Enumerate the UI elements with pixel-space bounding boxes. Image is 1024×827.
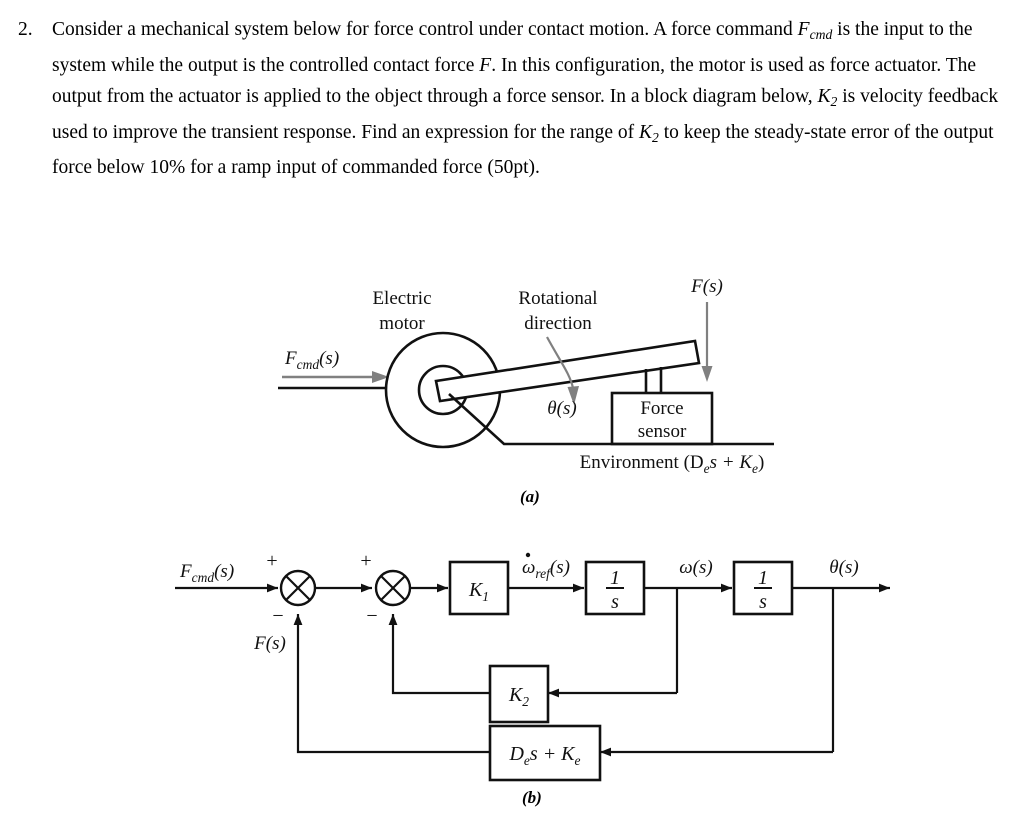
integrator-1-denominator: s [611,591,619,613]
theta-output-label: θ(s) [829,557,858,578]
figure-b-svg: Fcmd(s) + − + − F(s) [175,550,890,782]
environment-sub-2: e [752,461,758,476]
figure-a-svg: Electric motor Rotational direction F(s)… [278,276,774,476]
omega-dot-ref-sub: ref [535,566,552,581]
problem-number: 2. [18,19,33,40]
figure-a-mechanical-system: Electric motor Rotational direction F(s)… [252,266,812,476]
block-k1-label: K1 [468,579,489,604]
problem-sentence-5: to keep the steady-state error of the ou… [52,121,994,179]
problem-sentence-2: is the input to the system while the out… [52,19,973,76]
integrator-2-denominator: s [759,591,767,613]
summing-junction-2 [374,569,412,607]
input-sub: cmd [192,570,215,585]
force-output-label: F(s) [690,276,723,297]
environment-text-1: Environment (D [580,452,704,473]
block-k1-K: K [468,579,484,601]
omega-dot-ref-omega: ω [522,557,535,578]
block-environment [488,724,602,782]
block-k2-label: K2 [508,684,529,709]
sign-minus-1: − [272,605,283,627]
sign-minus-2: − [366,605,377,627]
symbol-k2-b: K [639,121,653,143]
omega-dot-ref-tail: (s) [550,557,570,578]
block-k2 [488,664,550,724]
sign-plus-1: + [266,550,277,572]
theta-label: θ(s) [547,398,576,419]
svg-text:ωref(s): ωref(s) [522,557,570,581]
problem-sentence-4: is velocity feedback used to improve the… [52,85,999,143]
omega-dot-ref-label: ωref(s) [522,552,570,581]
electric-motor-label-line2: motor [379,313,425,334]
block-environment-label: Des + Ke [508,743,580,768]
problem-statement: 2. Consider a mechanical system below fo… [18,14,1008,183]
symbol-f: F [479,54,492,76]
pivot-support-wedge [448,393,570,446]
force-command-label: Fcmd(s) [284,348,339,372]
input-label: Fcmd(s) [179,561,234,585]
integrator-1-numerator: 1 [610,567,620,589]
force-output-arrow-icon [701,302,713,382]
input-tail: (s) [214,561,234,582]
rotational-direction-arrow-icon [546,336,579,405]
figure-b-caption: (b) [522,788,542,807]
symbol-k2-a: K [817,85,831,107]
force-sensor-label-line2: sensor [638,421,687,442]
problem-sentence-3: . In this configuration, the motor is us… [52,54,977,107]
omega-label: ω(s) [679,557,712,578]
feedback-force-label: F(s) [253,633,286,654]
symbol-k2-b-sub: 2 [652,129,659,145]
integrator-2-numerator: 1 [758,567,768,589]
omega-dot-accent-icon [525,552,531,558]
environment-label: Environment (Des + Ke) [580,452,765,476]
sign-plus-2: + [360,550,371,572]
block-k1-sub: 1 [482,589,489,604]
force-command-sub: cmd [297,357,320,372]
env-D: D [508,743,524,765]
env-mid: s + K [530,743,576,765]
environment-text-3: ) [758,452,764,473]
environment-sub-1: e [704,461,710,476]
problem-body: Consider a mechanical system below for f… [52,14,1008,183]
env-sub-1: e [524,753,530,768]
environment-text-2: s + K [710,452,754,473]
rotational-direction-label-line2: direction [524,313,592,334]
input-F: F [179,561,192,582]
force-command-F: F [284,348,297,369]
force-command-tail: (s) [319,348,339,369]
symbol-fcmd: F [797,19,810,40]
rotational-direction-label-line1: Rotational [518,288,597,309]
block-k2-K: K [508,684,524,706]
block-k1 [448,560,510,616]
force-sensor-label-line1: Force [640,398,683,419]
summing-junction-1 [279,569,317,607]
electric-motor-label-line1: Electric [372,288,431,309]
symbol-fcmd-sub: cmd [809,26,833,42]
symbol-k2-a-sub: 2 [830,93,838,109]
problem-sentence-1: Consider a mechanical system below for f… [52,19,798,40]
environment-feedback-path [293,614,490,754]
figure-a-caption: (a) [520,487,540,506]
figure-b-block-diagram: Fcmd(s) + − + − F(s) [150,536,910,796]
k2-feedback-path [388,614,490,695]
block-k2-sub: 2 [522,694,529,709]
force-command-arrow-icon [282,371,389,383]
env-sub-2: e [575,753,581,768]
